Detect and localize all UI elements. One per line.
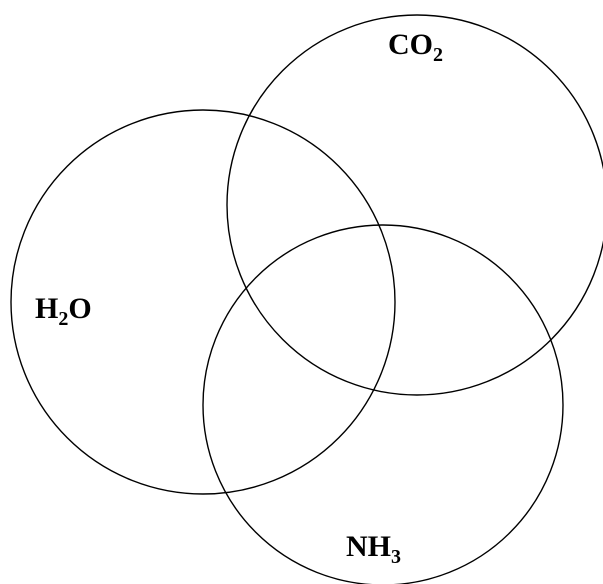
circle-nh3	[202, 224, 564, 584]
label-h2o-subscript: 2	[58, 308, 68, 330]
label-h2o-tail: O	[68, 292, 91, 325]
label-nh3-base: NH	[346, 530, 391, 563]
label-nh3-subscript: 3	[391, 546, 401, 568]
label-co2: CO2	[388, 28, 443, 66]
label-h2o-base: H	[35, 292, 58, 325]
label-nh3: NH3	[346, 530, 401, 568]
label-h2o: H2O	[35, 292, 92, 330]
circle-h2o	[10, 109, 396, 495]
circle-co2	[226, 14, 603, 396]
label-co2-base: CO	[388, 28, 433, 61]
label-co2-subscript: 2	[433, 44, 443, 66]
